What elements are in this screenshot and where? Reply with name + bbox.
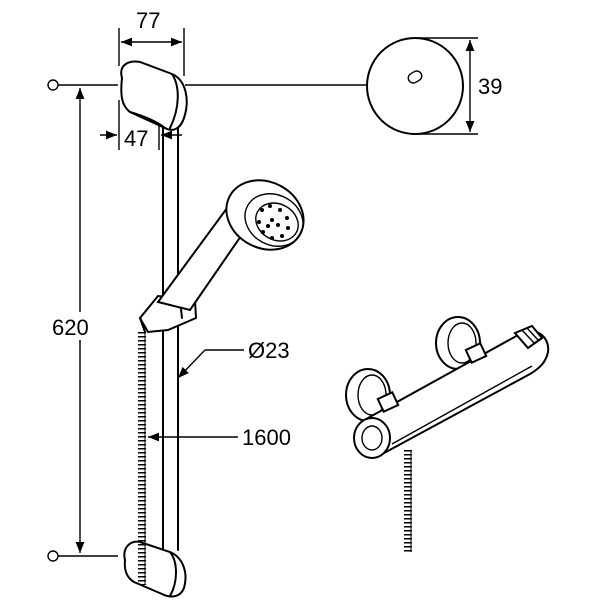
spray-nozzles bbox=[257, 204, 290, 240]
hose-length-leader: 1600 bbox=[148, 425, 291, 450]
slide-rail bbox=[162, 127, 179, 551]
rail-length-label: 620 bbox=[52, 315, 89, 340]
bracket-width-label: 77 bbox=[136, 8, 160, 33]
thermostatic-mixer bbox=[345, 316, 550, 459]
top-wall-bracket bbox=[120, 60, 188, 131]
hand-shower bbox=[156, 179, 305, 312]
rail-diameter-leader: Ø23 bbox=[177, 338, 290, 379]
rail-length-dimension: 620 bbox=[47, 79, 118, 562]
wall-plate-side-view: 39 bbox=[185, 37, 502, 135]
shower-hose bbox=[138, 332, 146, 585]
mixer-outlet-hose bbox=[404, 450, 412, 552]
rail-diameter-label: Ø23 bbox=[248, 338, 290, 363]
bracket-diameter-label: 39 bbox=[478, 74, 502, 99]
bracket-depth-dimension: 47 bbox=[100, 100, 182, 151]
bracket-depth-label: 47 bbox=[124, 126, 148, 151]
bracket-width-dimension: 77 bbox=[118, 8, 185, 76]
hose-length-label: 1600 bbox=[242, 425, 291, 450]
bottom-wall-bracket bbox=[123, 540, 187, 598]
